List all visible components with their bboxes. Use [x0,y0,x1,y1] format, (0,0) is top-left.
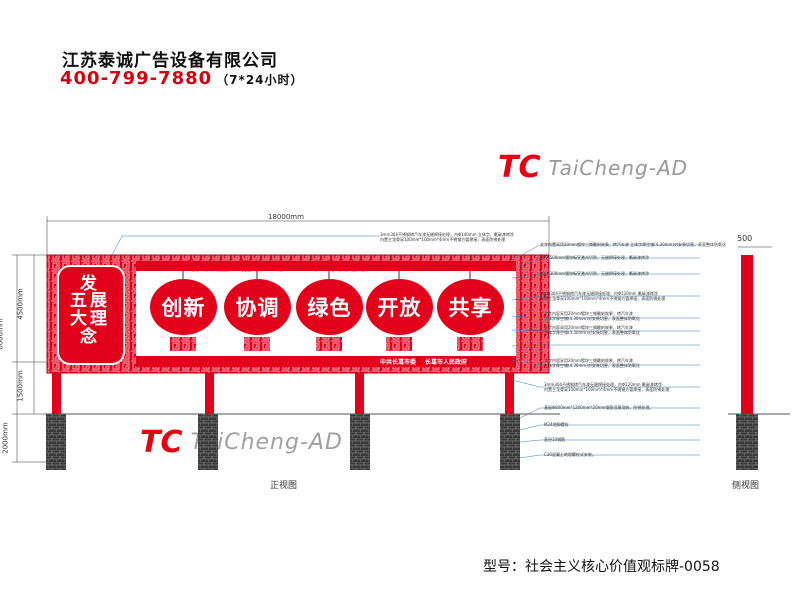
side-panel-char: 展 [90,291,107,311]
phone-number: 400-799-7880 [60,68,213,89]
lantern-text: 共享 [448,296,493,320]
front-view-label: 正视图 [270,481,298,491]
model-caption: 型号：社会主义核心价值观标牌-0058 [483,559,720,575]
side-panel-char: 发 [80,274,97,294]
annotation-note: 文字内置采用20mm镀锌三铺雕刻效果，烤汽车漆 立体字厚空铺(4.30mm)对安… [540,242,726,247]
lantern-base [316,337,342,351]
leg-height-dimension: 1500mm [16,370,25,402]
lantern-body [150,279,217,335]
lantern-text: 创新 [161,296,206,320]
company-name: 江苏泰诚广告设备有限公司 [62,51,278,71]
lantern: 创新 [150,275,217,337]
footer-band [136,356,516,367]
annotation-note: 3mm304不锈钢烤汽车漆无缝焊接处理，内Φ120mm 氟碳漆烤涂 [544,382,662,387]
slogan-bar [136,261,516,271]
lantern-base [386,337,412,351]
annotation-note: 立体字厚空铺(4.30mm)对安装切害，表面整体防氧化 [544,330,640,335]
side-panel-char: 理 [90,309,107,329]
side-panel-char: 念 [80,327,97,347]
width-dimension: 18000mm [268,213,304,221]
leg [205,373,214,414]
annotation-note: 3mm304不锈钢烤汽车漆无缝焊接处理，内Φ120mm 氟碳漆烤涂 [540,291,658,296]
leg [52,373,61,414]
annotation-note: 3mm304不锈钢烤汽车漆无缝焊接处理，内Φ140mm 立体字，氟碳漆烤涂 [380,232,514,237]
foundation [500,414,520,470]
lantern-base [170,337,196,351]
lantern-body [437,279,504,335]
footer-right-text: 长葛市人民政府 [425,359,468,366]
side-panel [57,265,125,365]
annotation-note: M24地脚螺栓 [544,422,569,427]
annotation-note: 文字内容采用20mm镀锌三铺雕刻效果，烤汽车漆 [544,358,633,363]
lantern-text: 绿色 [307,296,352,320]
annotation-note: 文字内容采用20mm镀锌三铺雕刻效果，烤汽车漆 [544,325,633,330]
lantern: 开放 [366,275,433,337]
annotation-note: 100*300mm镀锌板宣激光切割，无缝焊接处理，氟碳漆烤涂 [540,271,650,276]
annotation-note: 立体字厚空铺(4.30mm)对安装切害，表面整体防氧化 [544,363,640,368]
brand-logo: TC TaiCheng-AD [498,150,688,185]
lantern-body [366,279,433,335]
slogan: “葛天故里、楷书圣地“——长葛欢迎您！ [178,260,380,273]
foundation-depth-dimension: 2000mm [1,422,10,454]
footer-left-text: 中共长葛市委 [380,359,417,366]
lantern-text: 协调 [235,296,280,320]
leg [505,373,514,414]
annotation-note: 直径10钢筋 [544,437,566,442]
side-width-dimension: 500 [737,234,753,243]
side-view-post [741,255,753,414]
lantern: 共享 [437,275,504,337]
annotation-note: 400*500mm镀锌板宣激光切割，无缝焊接处理，氟碳漆烤涂 [540,255,650,260]
annotation-note: 立体字厚空铺(4.30mm)对安装切害，表面整体防氧化 [544,316,640,321]
lantern-text: 开放 [377,296,422,320]
lantern-base [457,337,483,351]
lantern-base [244,337,270,351]
lantern-body [224,279,291,335]
phone-hours: （7*24小时） [216,73,304,87]
foundation [198,414,218,470]
annotation-note: 基础Φ800mm*1200mm*20mm钢筋混凝浇筑，防锈处理。 [544,405,654,410]
annotation-note: 内置主龙骨采100mm*100mm*4mm不锈钢方管焊接，表面防锈处理 [544,387,670,392]
annotation-note: 内置主龙骨采100mm*100mm*4mm不锈钢方管焊接，表面防锈处理 [540,296,666,301]
lantern-body [296,279,363,335]
logo-mark-watermark: TC [140,425,183,460]
foundation [350,414,370,470]
logo-word: TaiCheng-AD [548,155,689,180]
annotation-note: C30混凝土地埋螺栓式安装。 [544,452,596,457]
company-phone: 400-799-7880（7*24小时） [60,68,304,89]
side-panel-char: 五 [70,291,87,311]
lantern: 协调 [224,275,291,337]
side-panel-char: 大 [70,309,87,329]
board-height-dimension: 4500mm [16,288,25,320]
total-height-dimension: 6000mm [0,318,5,350]
side-view-foundation [736,414,758,470]
side-view-label: 侧视图 [732,481,760,491]
logo-mark: TC [498,150,541,185]
lantern: 绿色 [296,275,363,337]
annotation-note: 内置主龙骨采100mm*100mm*4mm不锈钢方管焊接，表面防锈处理 [380,237,506,242]
leg [355,373,364,414]
annotation-note: 文字内容采用20mm镀锌三铺雕刻效果，烤汽车漆 [544,311,633,316]
foundation [46,414,66,470]
